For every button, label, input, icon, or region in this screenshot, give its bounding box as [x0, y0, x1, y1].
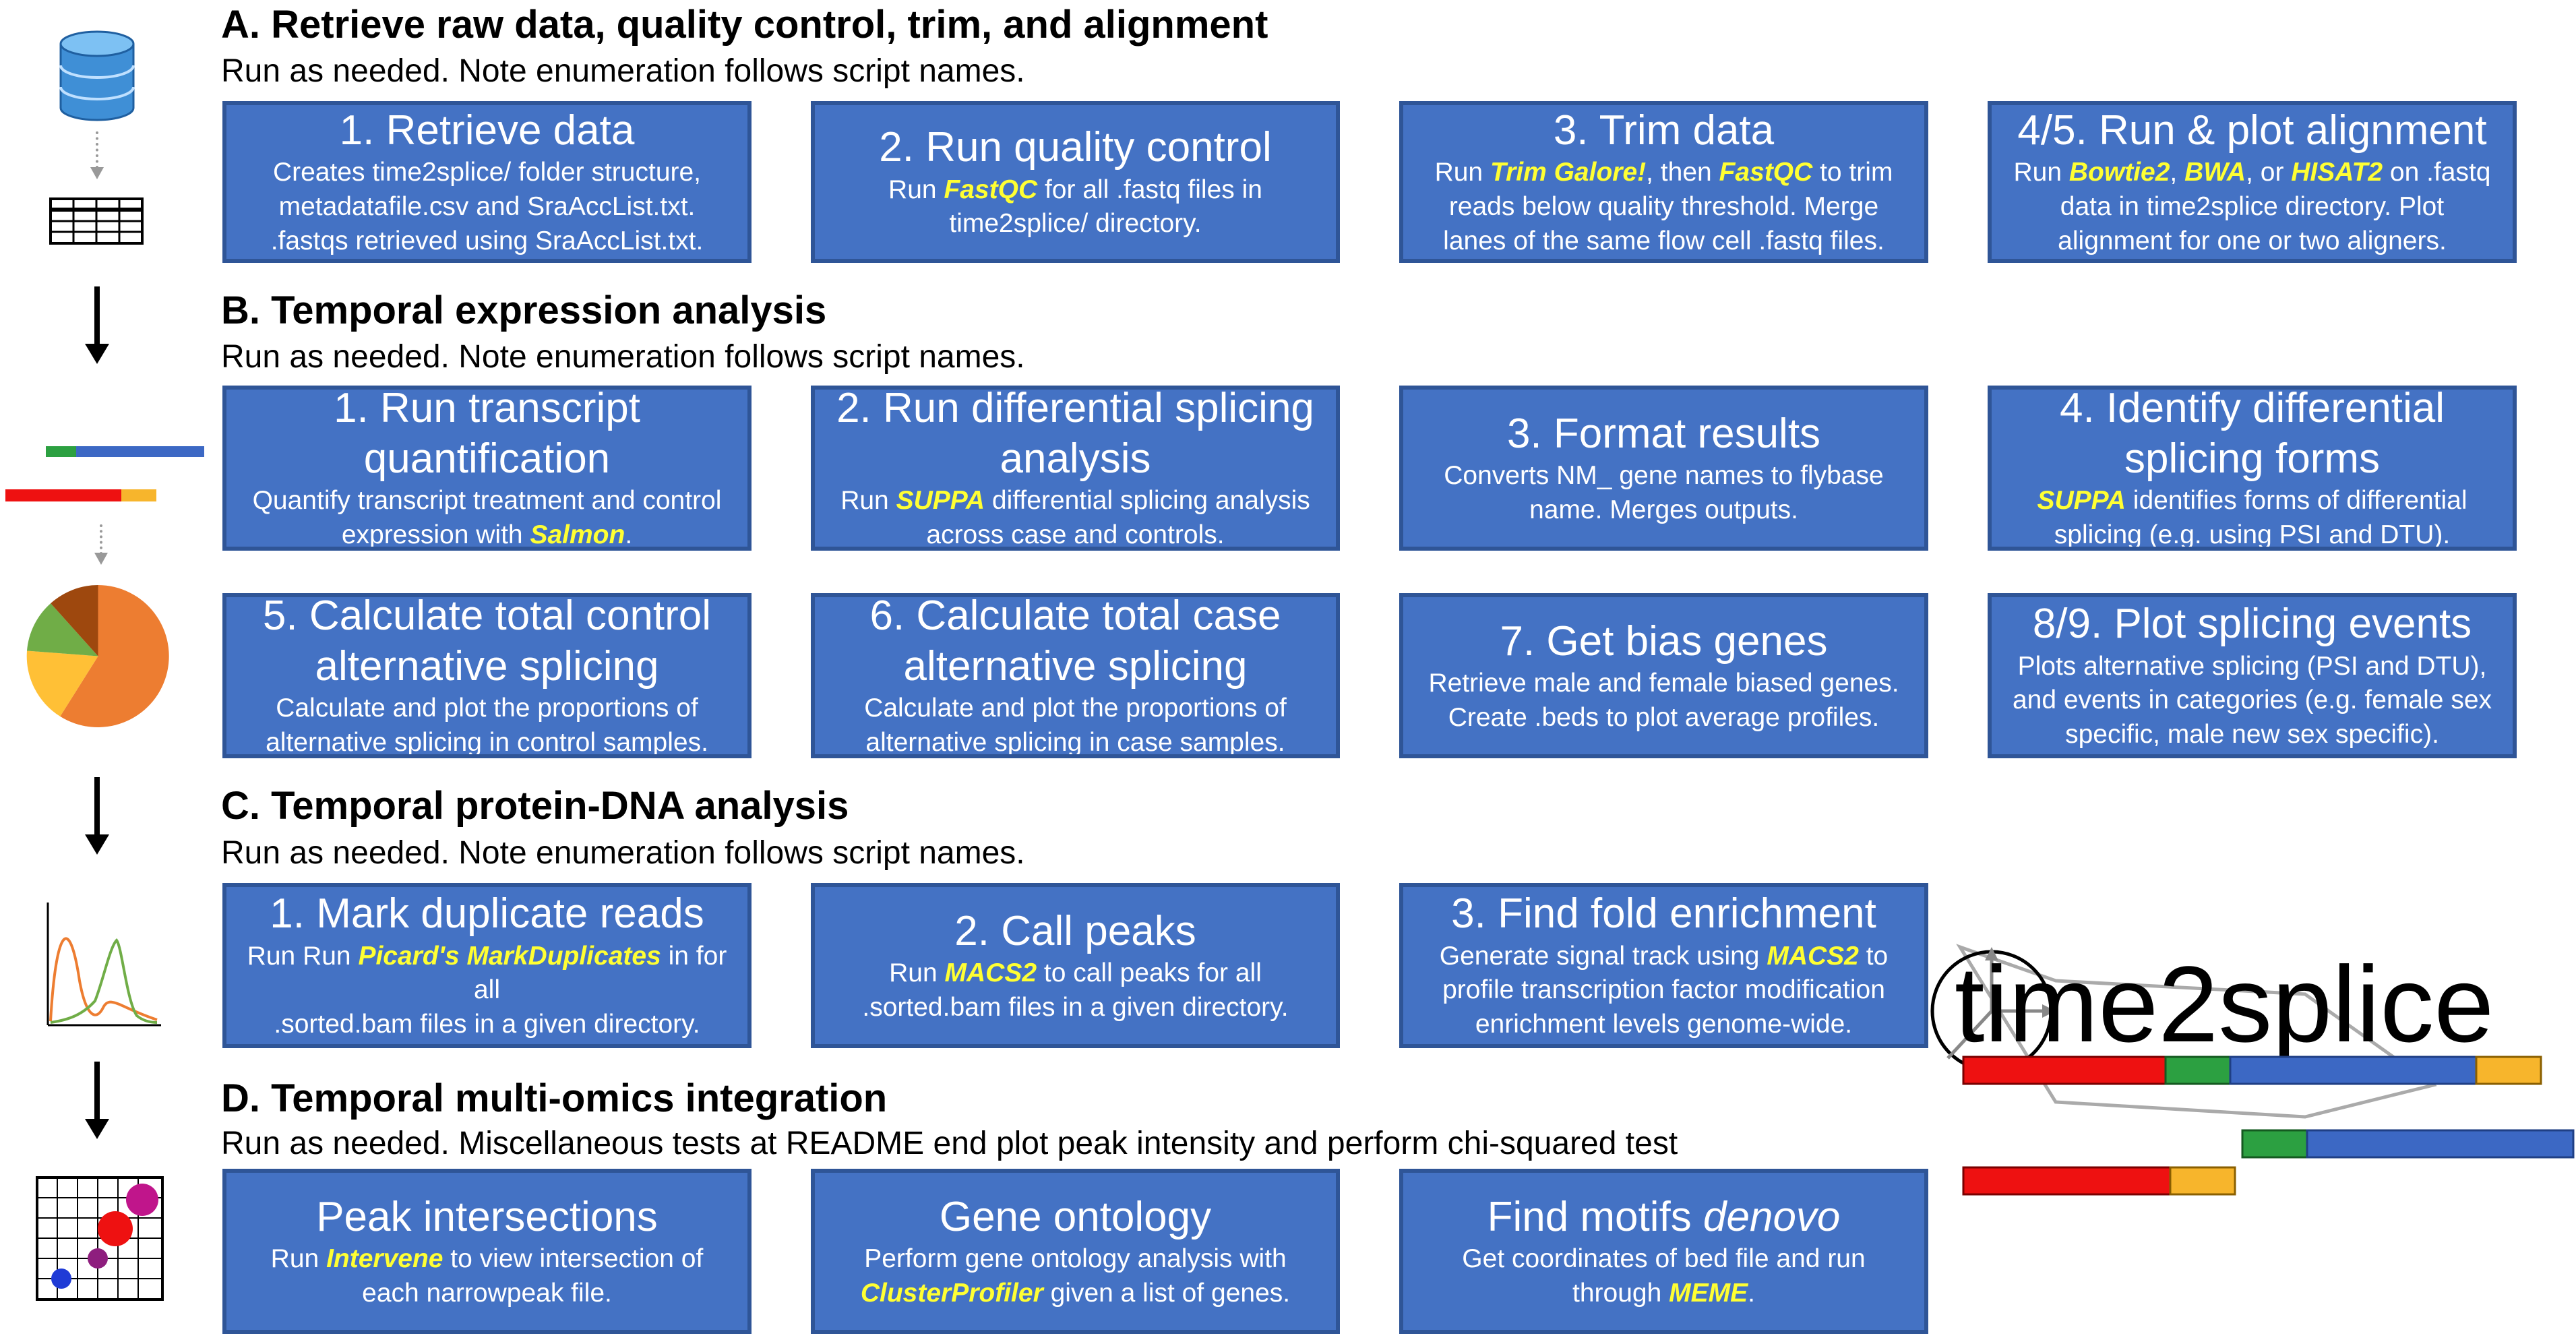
- step-title: 3. Trim data: [1553, 106, 1775, 154]
- tool-name: MACS2: [944, 958, 1037, 987]
- exon-bars-icon: [5, 446, 204, 501]
- pie-chart-icon: [26, 585, 169, 727]
- tool-name: ClusterProfiler: [860, 1278, 1043, 1308]
- step-title: 1. Retrieve data: [339, 106, 635, 154]
- tool-name: SUPPA: [896, 486, 985, 516]
- flow-arrow-head-d: [85, 1119, 109, 1139]
- step-title: Gene ontology: [939, 1193, 1212, 1240]
- tool-name: Intervene: [326, 1244, 443, 1273]
- bubble-grid-icon: [36, 1176, 164, 1301]
- step-title: 4/5. Run & plot alignment: [2017, 106, 2487, 154]
- step-description: Creates time2splice/ folder structure,me…: [270, 158, 704, 255]
- step-title: 3. Find fold enrichment: [1451, 890, 1876, 938]
- section-b-subtitle: Run as needed. Note enumeration follows …: [221, 339, 1025, 375]
- section-c-subtitle: Run as needed. Note enumeration follows …: [221, 835, 1025, 871]
- step-description: Retrieve male and female biased genes.Cr…: [1428, 669, 1899, 732]
- tool-name: SUPPA: [2037, 486, 2126, 516]
- step-title: 3. Format results: [1506, 410, 1821, 457]
- section-b-title: B. Temporal expression analysis: [221, 288, 827, 332]
- flow-arrow-c-d: [94, 1062, 100, 1122]
- section-d-subtitle: Run as needed. Miscellaneous tests at RE…: [221, 1126, 1678, 1161]
- step-title: 8/9. Plot splicing events: [2032, 601, 2472, 648]
- tool-name: MEME: [1669, 1278, 1748, 1308]
- step-title: 2. Run quality control: [879, 124, 1272, 171]
- tool-name: FastQC: [944, 175, 1038, 204]
- step-title: 1. Mark duplicate reads: [270, 890, 704, 938]
- italic-text: denovo: [1703, 1193, 1841, 1240]
- step-title: Peak intersections: [316, 1193, 658, 1240]
- peak-plot-icon: [47, 903, 161, 1027]
- dotted-connector-b: [100, 524, 102, 555]
- logo-text: time2splice: [1955, 944, 2494, 1064]
- database-icon: [59, 30, 135, 121]
- step-description: Run Run Picard's MarkDuplicates in for a…: [247, 941, 727, 1039]
- dotted-arrow-head: [90, 167, 104, 179]
- tool-name: Bowtie2: [2068, 158, 2170, 187]
- dotted-arrow-head-b: [94, 553, 108, 565]
- tool-name: Salmon: [530, 520, 625, 549]
- table-icon: [49, 197, 144, 245]
- tool-name: Trim Galore!: [1490, 158, 1647, 187]
- flow-arrow-head: [85, 344, 109, 364]
- flow-arrow-b-c: [94, 777, 100, 838]
- section-c-title: C. Temporal protein-DNA analysis: [221, 784, 849, 828]
- section-a-subtitle: Run as needed. Note enumeration follows …: [221, 53, 1025, 89]
- step-description: Run MACS2 to call peaks for all.sorted.b…: [862, 958, 1289, 1022]
- section-d-title: D. Temporal multi-omics integration: [221, 1076, 888, 1120]
- flow-arrow-head-c: [85, 834, 109, 855]
- step-title: Find motifs denovo: [1487, 1193, 1841, 1240]
- step-title: 2. Call peaks: [954, 907, 1196, 954]
- tool-name: FastQC: [1719, 158, 1813, 187]
- step-description: Quantify transcript treatment and contro…: [252, 486, 722, 549]
- step-description: Run SUPPA differential splicing analysis…: [840, 486, 1310, 549]
- dotted-connector: [96, 131, 98, 169]
- step-title: 7. Get bias genes: [1500, 617, 1828, 665]
- tool-name: Picard's MarkDuplicates: [358, 941, 661, 971]
- step-description: Plots alternative splicing (PSI and DTU)…: [2012, 651, 2492, 750]
- tool-name: BWA: [2184, 158, 2246, 187]
- time2splice-logo: time2splice: [1930, 944, 2575, 1196]
- tool-name: HISAT2: [2291, 158, 2383, 187]
- flow-arrow-a-b: [94, 286, 100, 347]
- tool-name: MACS2: [1767, 941, 1859, 971]
- section-a-title: A. Retrieve raw data, quality control, t…: [221, 3, 1268, 47]
